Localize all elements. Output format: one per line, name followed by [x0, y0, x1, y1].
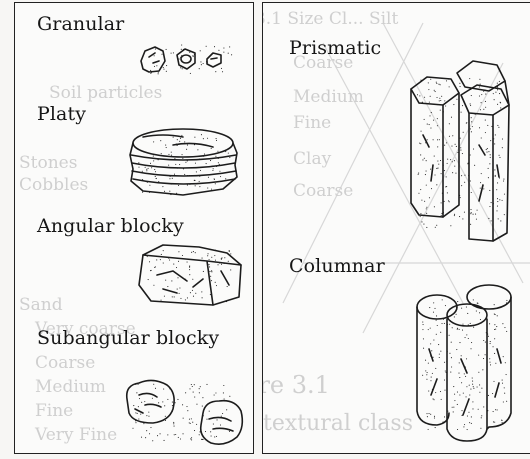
label-platy: Platy [37, 103, 86, 125]
bg-text-table-header: Table 3.1 Size Cl... Silt [262, 9, 398, 29]
bg-text-soil-particles: Soil particles [49, 83, 162, 103]
left-panel: Soil particles Stones Cobbles Sand Very … [14, 2, 254, 454]
bg-text-medium: Medium [35, 377, 106, 397]
bg-text-clay: Clay [293, 149, 331, 169]
label-columnar: Columnar [289, 255, 385, 277]
bg-text-very-fine: Very Fine [35, 425, 117, 445]
label-granular: Granular [37, 13, 124, 35]
bg-text-stones: Stones [19, 153, 77, 173]
right-panel: Table 3.1 Size Cl... Silt Coarse Medium … [262, 2, 530, 454]
label-angular-blocky: Angular blocky [37, 215, 184, 237]
bg-text-coarse: Coarse [35, 353, 95, 373]
subangular-blocky-illustration [117, 375, 249, 451]
bg-text-figure-caption: ure 3.1 [262, 371, 330, 399]
columnar-illustration [409, 279, 521, 451]
label-subangular-blocky: Subangular blocky [37, 327, 219, 349]
platy-illustration [123, 125, 248, 205]
bg-text-fine-right: Fine [293, 113, 331, 133]
bg-text-medium-right: Medium [293, 87, 364, 107]
bg-text-fine: Fine [35, 401, 73, 421]
bg-text-textural-class: e textural class [262, 411, 413, 436]
label-prismatic: Prismatic [289, 37, 381, 59]
angular-blocky-illustration [133, 241, 245, 311]
bg-text-sand: Sand [19, 295, 63, 315]
bg-text-cobbles: Cobbles [19, 175, 88, 195]
bg-text-coarse-right-2: Coarse [293, 181, 353, 201]
granular-illustration [135, 39, 245, 79]
prismatic-illustration [401, 55, 519, 251]
